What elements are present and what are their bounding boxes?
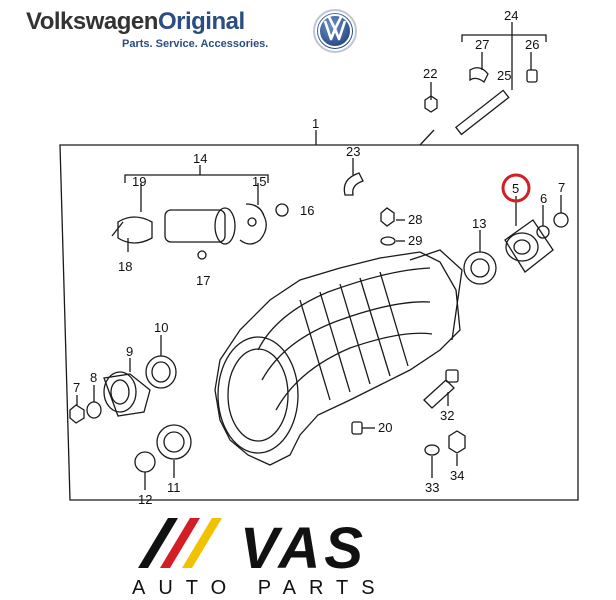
callout-18: 18 xyxy=(118,259,132,274)
callout-7-right: 7 xyxy=(558,180,565,195)
callout-12: 12 xyxy=(138,492,152,507)
callout-6: 6 xyxy=(540,191,547,206)
callout-27: 27 xyxy=(475,37,489,52)
callout-29: 29 xyxy=(408,233,422,248)
callout-19: 19 xyxy=(132,174,146,189)
callout-13: 13 xyxy=(472,216,486,231)
callout-32: 32 xyxy=(440,408,454,423)
callout-15: 15 xyxy=(252,174,266,189)
callout-14: 14 xyxy=(193,151,207,166)
callout-11: 11 xyxy=(167,480,181,495)
brand-title-part2: Original xyxy=(157,8,245,35)
callout-20: 20 xyxy=(378,420,392,435)
vas-auto-parts-logo: VAS AUTO PARTS xyxy=(132,516,388,599)
callout-1: 1 xyxy=(312,116,319,131)
callout-34: 34 xyxy=(450,468,464,483)
callout-7-left: 7 xyxy=(73,380,80,395)
stripe-decoration xyxy=(138,518,222,568)
highlight-ring-part-5 xyxy=(501,173,531,203)
brand-title-part1: Volkswagen xyxy=(26,8,158,35)
callout-16: 16 xyxy=(300,203,314,218)
callout-5: 5 xyxy=(512,181,519,196)
footer-brand-big: VAS xyxy=(240,516,367,581)
callout-9: 9 xyxy=(126,344,133,359)
vw-logo-icon xyxy=(313,9,357,53)
callout-23: 23 xyxy=(346,144,360,159)
brand-tagline: Parts. Service. Accessories. xyxy=(122,38,269,50)
callout-26: 26 xyxy=(525,37,539,52)
callout-24: 24 xyxy=(504,8,518,23)
callout-10: 10 xyxy=(154,320,168,335)
callout-28: 28 xyxy=(408,212,422,227)
brand-wordmark: VolkswagenOriginal Parts. Service. Acces… xyxy=(26,8,268,50)
transmission-housing xyxy=(214,251,461,466)
callout-17: 17 xyxy=(196,273,210,288)
callout-25: 25 xyxy=(497,68,511,83)
callout-22: 22 xyxy=(423,66,437,81)
brand-title: VolkswagenOriginal xyxy=(26,8,268,36)
callout-33: 33 xyxy=(425,480,439,495)
footer-brand-sub: AUTO PARTS xyxy=(132,577,388,599)
assembly-frame xyxy=(59,144,579,501)
callout-8: 8 xyxy=(90,370,97,385)
